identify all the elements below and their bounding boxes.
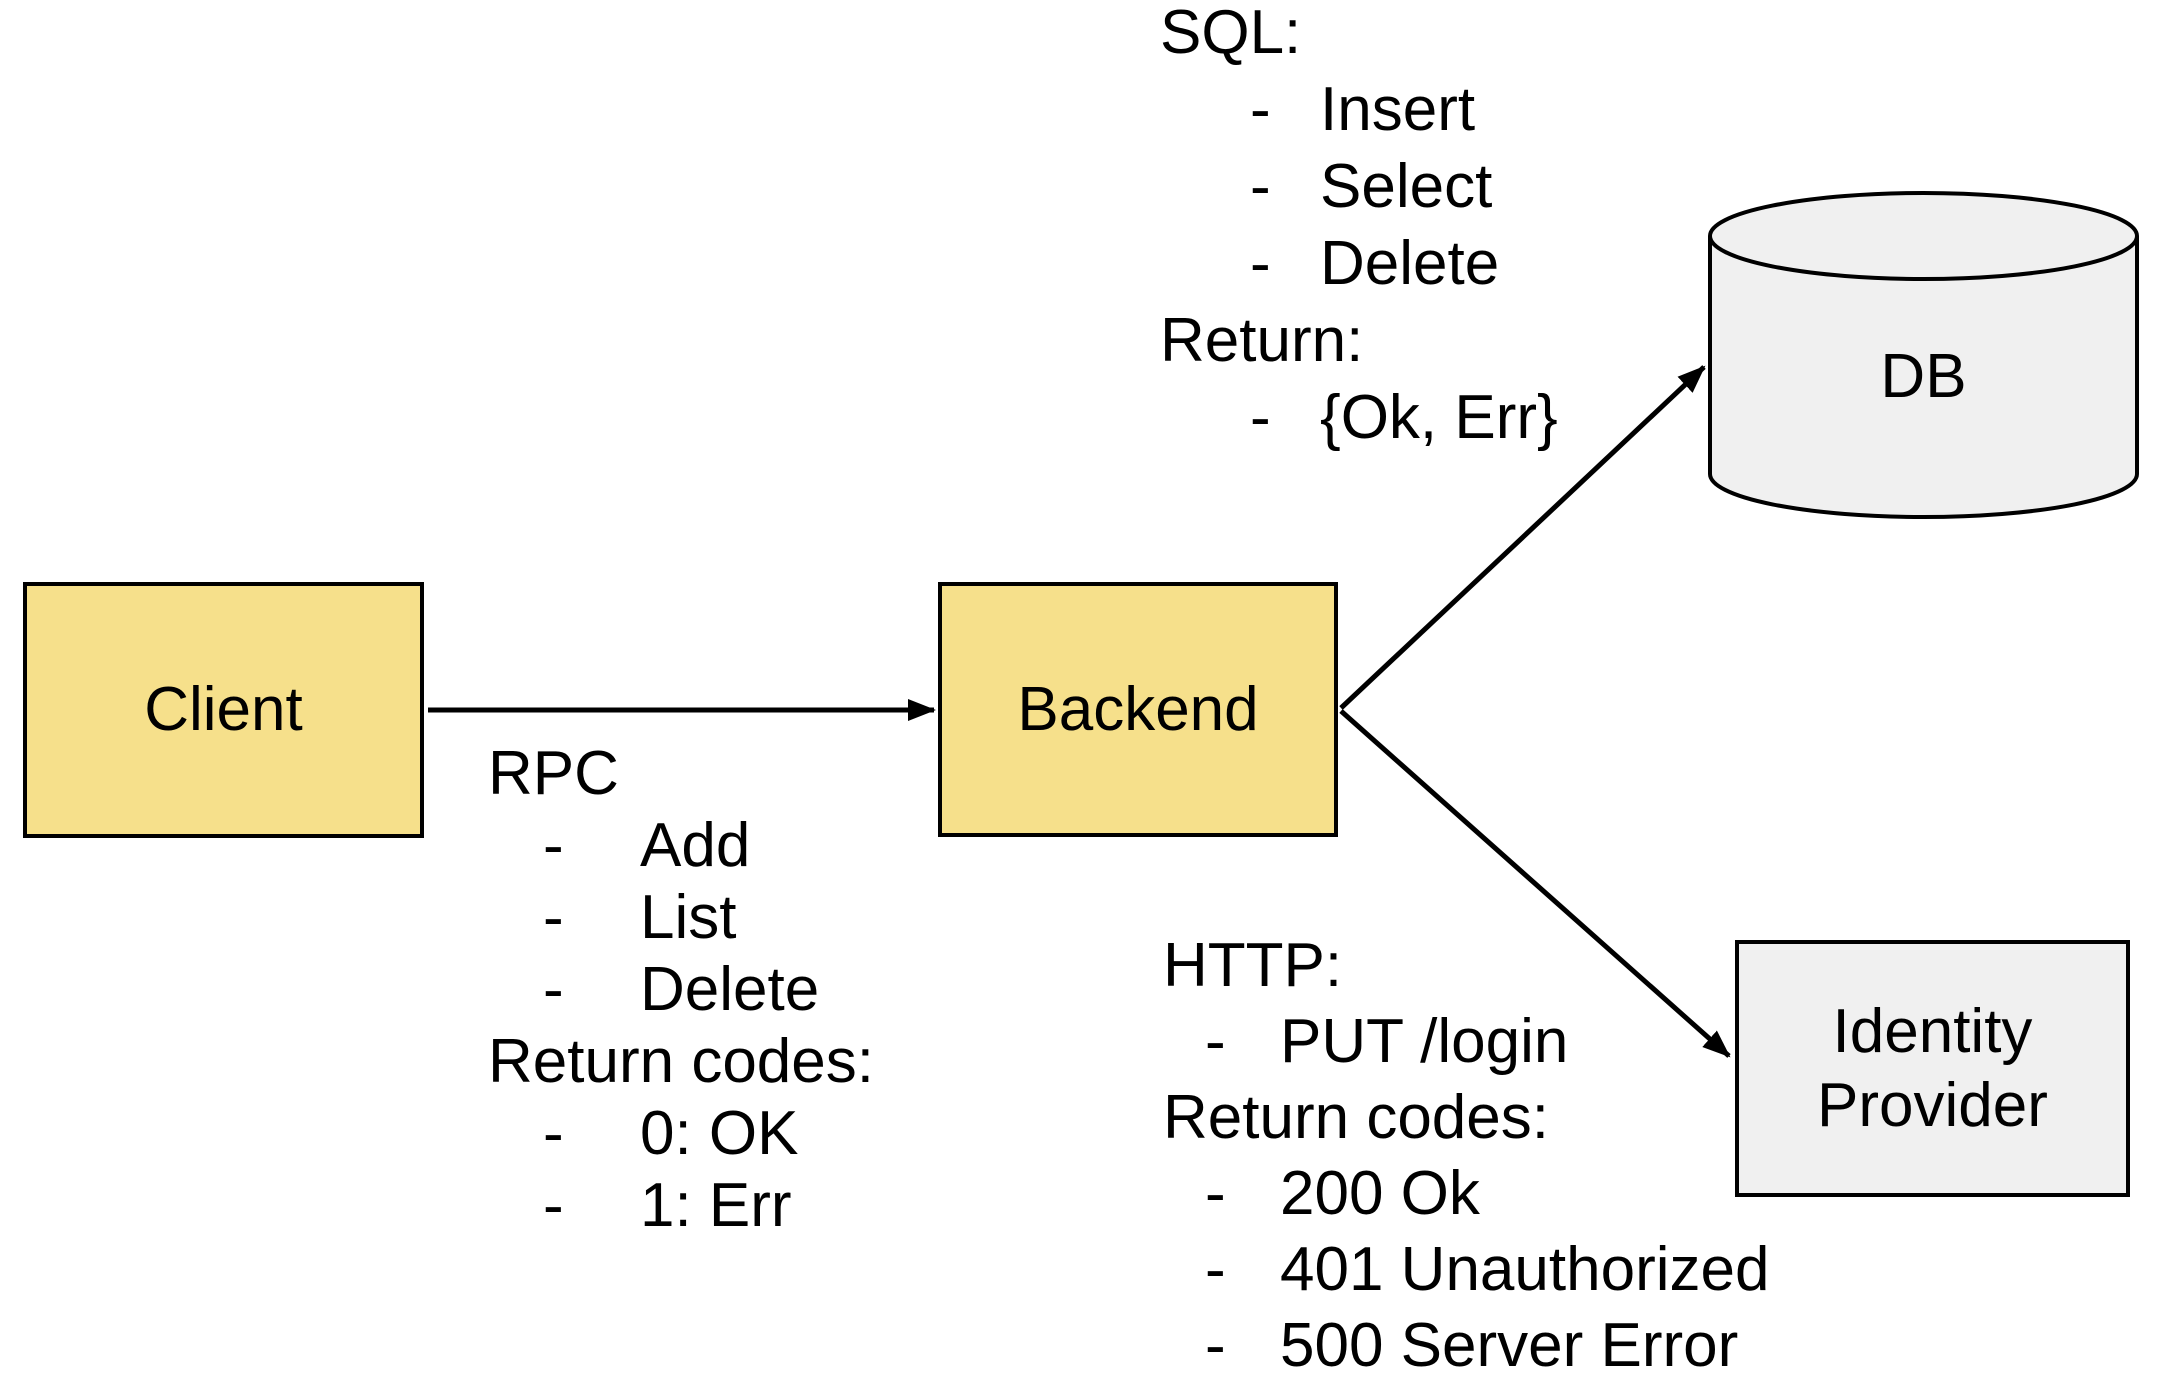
node-client-label: Client <box>144 675 303 744</box>
annotation-text: 1: Err <box>640 1171 792 1240</box>
bullet-dash: - <box>543 811 564 880</box>
annotation-text: {Ok, Err} <box>1320 383 1558 452</box>
annotation-line: - 1: Err <box>488 1170 1188 1242</box>
annotation-text: Add <box>640 811 751 880</box>
bullet-dash: - <box>1250 383 1271 452</box>
annotation-text: 200 Ok <box>1280 1159 1480 1228</box>
annotation-text: Delete <box>640 955 820 1024</box>
annotation-text: RPC <box>488 739 619 808</box>
bullet-dash: - <box>1205 1311 1226 1380</box>
annotation-line: - Add <box>488 810 1188 882</box>
annotation-line: -500 Server Error <box>1163 1308 2093 1384</box>
annotation-line: -Select <box>1160 148 1780 225</box>
node-identity-provider: Identity Provider <box>1735 940 2130 1197</box>
db-cylinder-top <box>1708 191 2139 281</box>
bullet-dash: - <box>543 1171 564 1240</box>
annotation-line: - Delete <box>488 954 1188 1026</box>
annotation-line: - List <box>488 882 1188 954</box>
annotation-text: Insert <box>1320 75 1476 144</box>
annotation-text: PUT /login <box>1280 1007 1569 1076</box>
annotation-text: Return: <box>1160 306 1364 375</box>
annotation-line: -Delete <box>1160 225 1780 302</box>
annotation-line: HTTP: <box>1163 928 2093 1004</box>
bullet-dash: - <box>543 955 564 1024</box>
node-backend-label: Backend <box>1017 674 1259 744</box>
annotation-text: 500 Server Error <box>1280 1311 1739 1380</box>
annotation-text: List <box>640 883 737 952</box>
bullet-dash: - <box>543 883 564 952</box>
db-cylinder-body <box>1708 236 2139 519</box>
http-annotation-block: HTTP: -PUT /login Return codes: -200 Ok … <box>1163 928 2093 1384</box>
annotation-line: -200 Ok <box>1163 1156 2093 1232</box>
node-client: Client <box>23 582 424 838</box>
annotation-text: Select <box>1320 152 1493 221</box>
bullet-dash: - <box>1205 1159 1226 1228</box>
annotation-line: -Insert <box>1160 71 1780 148</box>
node-backend: Backend <box>938 582 1338 837</box>
annotation-line: Return codes: <box>488 1026 1188 1098</box>
bullet-dash: - <box>543 1099 564 1168</box>
bullet-dash: - <box>1250 152 1271 221</box>
annotation-line: RPC <box>488 738 1188 810</box>
annotation-line: Return codes: <box>1163 1080 2093 1156</box>
annotation-text: Return codes: <box>1163 1083 1549 1152</box>
bullet-dash: - <box>1250 75 1271 144</box>
edge-backend-to-db <box>1339 365 1706 710</box>
annotation-line: - 0: OK <box>488 1098 1188 1170</box>
annotation-text: HTTP: <box>1163 931 1343 1000</box>
annotation-line: Return: <box>1160 302 1780 379</box>
annotation-text: Delete <box>1320 229 1500 298</box>
edge-backend-to-identity-provider <box>1339 709 1731 1058</box>
node-identity-provider-label: Identity Provider <box>1817 996 2048 1140</box>
node-db-label: DB <box>1880 341 1967 411</box>
annotation-text: Return codes: <box>488 1027 874 1096</box>
annotation-line: -401 Unauthorized <box>1163 1232 2093 1308</box>
bullet-dash: - <box>1250 229 1271 298</box>
sql-annotation-block: SQL: -Insert -Select -Delete Return: -{O… <box>1160 0 1780 456</box>
bullet-dash: - <box>1205 1007 1226 1076</box>
bullet-dash: - <box>1205 1235 1226 1304</box>
annotation-text: SQL: <box>1160 0 1302 67</box>
annotation-line: -{Ok, Err} <box>1160 379 1780 456</box>
node-db-cylinder <box>1708 191 2139 519</box>
annotation-line: SQL: <box>1160 0 1780 71</box>
rpc-annotation-block: RPC - Add - List - Delete Return codes: - 0:… <box>488 738 1188 1242</box>
annotation-line: -PUT /login <box>1163 1004 2093 1080</box>
annotation-text: 0: OK <box>640 1099 799 1168</box>
annotation-text: 401 Unauthorized <box>1280 1235 1770 1304</box>
